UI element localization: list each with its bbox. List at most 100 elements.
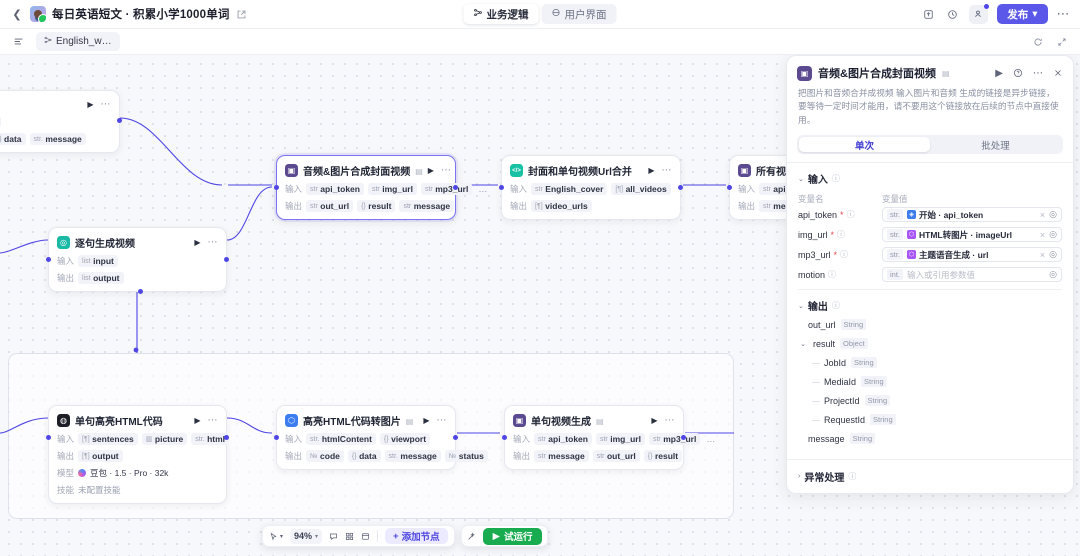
target-icon[interactable]: ◎ bbox=[1049, 269, 1057, 280]
field-value-motion[interactable]: int. 输入或引用参数值 ◎ bbox=[882, 267, 1062, 283]
more-horizontal-icon[interactable]: ⋯ bbox=[100, 99, 111, 110]
inputs-overflow[interactable]: … bbox=[478, 184, 488, 194]
node-port-out[interactable] bbox=[224, 256, 229, 262]
node-port-in[interactable] bbox=[274, 434, 279, 440]
node-port-in[interactable] bbox=[274, 184, 279, 190]
inputs-label: 输入 bbox=[738, 184, 756, 194]
more-horizontal-icon[interactable]: ⋯ bbox=[661, 165, 672, 176]
plugin-icon: ▤ bbox=[941, 68, 950, 78]
comment-icon[interactable] bbox=[329, 532, 338, 541]
field-value-mp3-url[interactable]: str. ⬡ 主题语音生成 · url × ◎ bbox=[882, 247, 1062, 263]
node-port-out[interactable] bbox=[681, 434, 686, 440]
target-icon[interactable]: ◎ bbox=[1049, 249, 1057, 260]
play-icon[interactable]: ▶ bbox=[194, 416, 201, 425]
chevron-down-icon[interactable]: ⌄ bbox=[798, 302, 804, 310]
node-title: 高亮HTML代码转图片 bbox=[303, 417, 401, 428]
output-section-header[interactable]: ⌄ 输出 ⓘ bbox=[798, 290, 1062, 315]
more-horizontal-icon[interactable]: ⋯ bbox=[207, 237, 218, 248]
workflow-tab[interactable]: English_w… bbox=[36, 32, 120, 51]
tab-batch[interactable]: 批处理 bbox=[981, 140, 1010, 152]
play-icon[interactable]: ▶ bbox=[423, 416, 430, 425]
info-icon[interactable]: ⓘ bbox=[837, 230, 846, 240]
node-port-out[interactable] bbox=[453, 184, 458, 190]
edit-square-icon[interactable] bbox=[236, 8, 248, 20]
field-value-img-url[interactable]: str. ⬡ HTML转图片 · imageUrl × ◎ bbox=[882, 227, 1062, 243]
history-icon[interactable] bbox=[945, 7, 960, 22]
back-icon[interactable]: ❮ bbox=[12, 8, 22, 21]
node-html-to-image[interactable]: ⬡ 高亮HTML代码转图片 ▤ ▶ ⋯ 输入 str.htmlContent {… bbox=[274, 405, 488, 470]
output-type: String bbox=[870, 414, 896, 426]
node-port-out[interactable] bbox=[453, 434, 458, 440]
add-node-button[interactable]: + 添加节点 bbox=[385, 528, 448, 544]
node-port-in[interactable] bbox=[46, 435, 51, 441]
chevron-down-icon[interactable]: ⌄ bbox=[800, 340, 806, 348]
play-icon[interactable]: ▶ bbox=[87, 100, 94, 109]
inputs-overflow[interactable]: … bbox=[706, 434, 716, 444]
note-icon[interactable] bbox=[361, 532, 370, 541]
play-icon[interactable]: ▶ bbox=[194, 238, 201, 247]
tab-business-logic[interactable]: 业务逻辑 bbox=[463, 4, 539, 24]
zoom-control[interactable]: 94% ▾ bbox=[290, 528, 323, 544]
info-icon[interactable]: ⓘ bbox=[831, 301, 840, 311]
chevron-right-icon[interactable]: › bbox=[798, 473, 801, 480]
grid-icon[interactable] bbox=[345, 532, 354, 541]
target-icon[interactable]: ◎ bbox=[1049, 229, 1057, 240]
info-icon[interactable]: ⓘ bbox=[828, 270, 837, 280]
chevron-down-icon[interactable]: ⌄ bbox=[798, 175, 804, 183]
tab-user-interface[interactable]: 用户界面 bbox=[541, 4, 617, 24]
run-button[interactable]: ▶ 试运行 bbox=[482, 527, 543, 545]
play-icon[interactable]: ▶ bbox=[995, 67, 1003, 79]
side-panel-icon[interactable] bbox=[8, 33, 28, 50]
output-item-result[interactable]: ⌄ result Object bbox=[798, 334, 1062, 353]
node-port-bottom[interactable] bbox=[137, 289, 143, 294]
more-horizontal-icon[interactable]: ⋯ bbox=[1033, 67, 1043, 79]
members-icon[interactable] bbox=[969, 3, 990, 24]
node-port-out[interactable] bbox=[224, 435, 229, 441]
refresh-icon[interactable] bbox=[1032, 36, 1044, 48]
input-section-header[interactable]: ⌄ 输入 ⓘ bbox=[798, 163, 1062, 188]
port-chip: {}data bbox=[347, 450, 381, 462]
field-value-api-token[interactable]: str. ◈ 开始 · api_token × ◎ bbox=[882, 207, 1062, 223]
more-horizontal-icon[interactable]: ⋯ bbox=[436, 415, 447, 426]
field-label: mp3_url* ⓘ bbox=[798, 249, 849, 260]
more-horizontal-icon[interactable]: ⋯ bbox=[664, 415, 675, 426]
cursor-icon[interactable]: ▾ bbox=[269, 532, 283, 541]
play-icon[interactable]: ▶ bbox=[427, 166, 434, 175]
node-highlight-html[interactable]: ◍ 单句高亮HTML代码 ▶ ⋯ 输入 [¶]sentences ▥pictur… bbox=[46, 405, 230, 504]
node-port-in[interactable] bbox=[502, 434, 507, 440]
expand-icon[interactable] bbox=[1056, 36, 1068, 48]
node-port-out[interactable] bbox=[678, 184, 683, 190]
clear-icon[interactable]: × bbox=[1039, 209, 1046, 220]
clear-icon[interactable]: × bbox=[1039, 249, 1046, 260]
close-icon[interactable] bbox=[1053, 68, 1063, 78]
node-port-in[interactable] bbox=[499, 184, 504, 190]
magic-wand-icon[interactable] bbox=[467, 532, 476, 541]
node-port-in[interactable] bbox=[727, 184, 732, 190]
more-horizontal-icon[interactable]: ⋯ bbox=[440, 165, 452, 176]
info-icon[interactable]: ⓘ bbox=[840, 250, 849, 260]
node-port-in[interactable] bbox=[46, 256, 51, 262]
publish-button[interactable]: 发布 ▾ bbox=[997, 4, 1048, 24]
play-icon[interactable]: ▶ bbox=[648, 166, 655, 175]
tab-single[interactable]: 单次 bbox=[799, 137, 930, 153]
top-header: ❮ 每日英语短文 · 积累小学1000单词 业务逻辑 用户界面 bbox=[0, 0, 1080, 29]
clear-icon[interactable]: × bbox=[1039, 229, 1046, 240]
more-horizontal-icon[interactable]: ⋯ bbox=[1056, 6, 1070, 21]
target-icon[interactable]: ◎ bbox=[1049, 209, 1057, 220]
play-icon[interactable]: ▶ bbox=[651, 416, 658, 425]
more-horizontal-icon[interactable]: ⋯ bbox=[207, 415, 218, 426]
info-icon[interactable]: ⓘ bbox=[831, 174, 840, 184]
help-icon[interactable] bbox=[1013, 68, 1023, 78]
node-port[interactable] bbox=[117, 118, 122, 124]
info-icon[interactable]: ⓘ bbox=[846, 210, 855, 220]
export-icon[interactable] bbox=[921, 7, 936, 22]
info-icon[interactable]: ⓘ bbox=[848, 472, 857, 481]
exception-section-header[interactable]: › 异常处理 ⓘ bbox=[787, 459, 1073, 493]
